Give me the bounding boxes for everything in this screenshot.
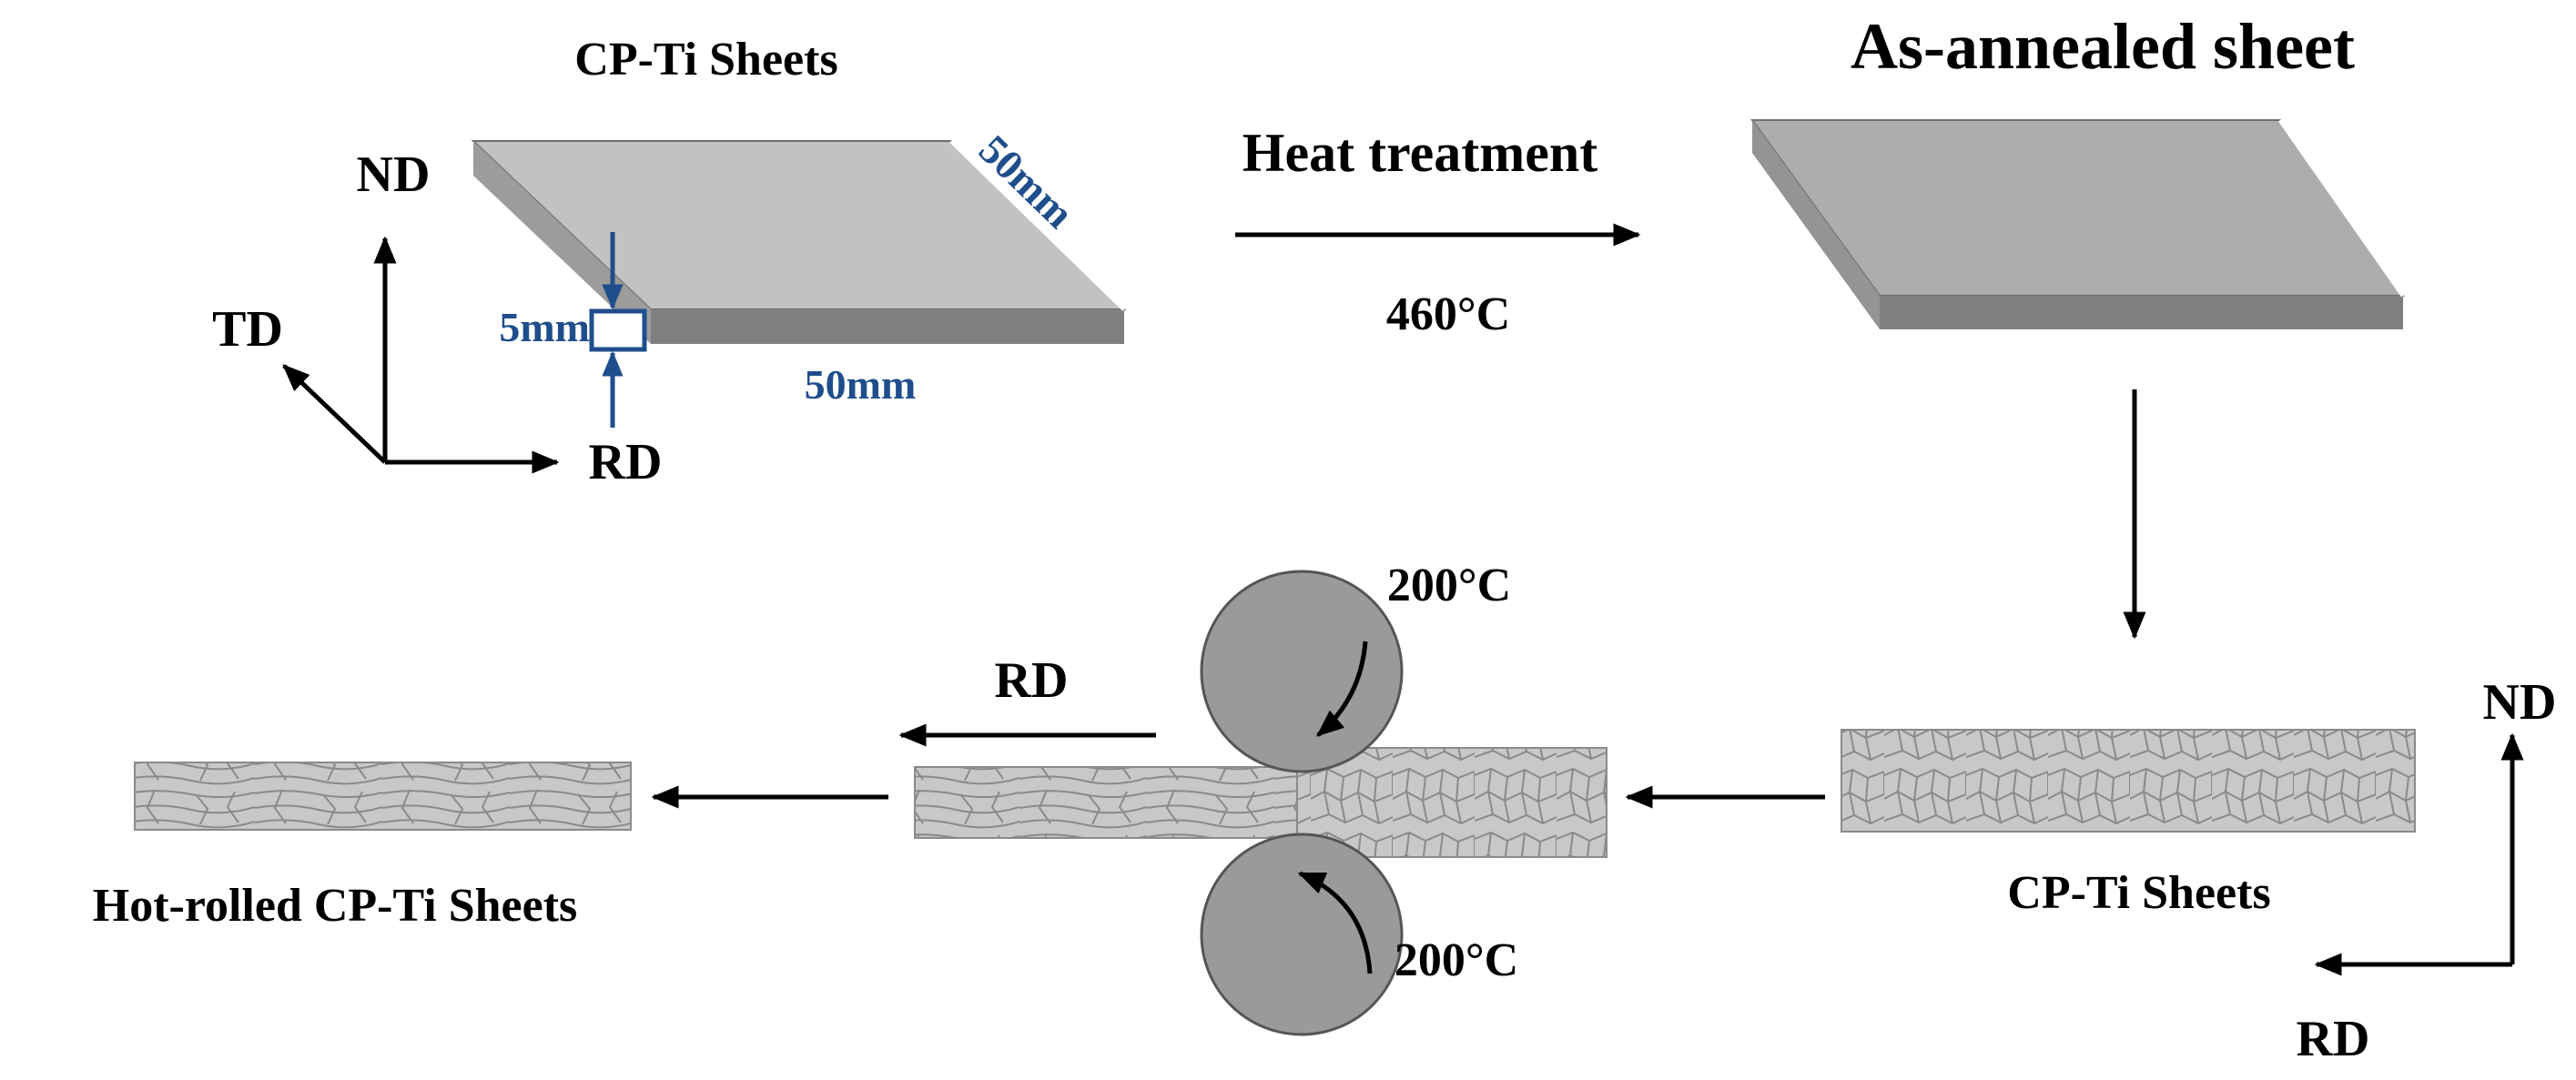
heat-treatment-temperature: 460°C bbox=[1386, 288, 1510, 340]
hot-rolled-strip-label: Hot-rolled CP-Ti Sheets bbox=[93, 880, 578, 932]
rotation-arrow-icon bbox=[1297, 871, 1373, 974]
bottom-roller-temperature: 200°C bbox=[1394, 934, 1518, 986]
axis-triad bbox=[282, 236, 560, 474]
initial-sheet-title: CP-Ti Sheets bbox=[574, 34, 837, 86]
thickness-indicator bbox=[589, 232, 647, 428]
top-roller-temperature: 200°C bbox=[1387, 560, 1511, 611]
top-roller bbox=[1200, 570, 1404, 773]
rotation-arrow-icon bbox=[1316, 641, 1368, 737]
length-label: 50mm bbox=[805, 361, 917, 408]
axis-label-nd: ND bbox=[357, 146, 431, 203]
hot-rolled-strip bbox=[134, 762, 632, 831]
thickness-label: 5mm bbox=[499, 304, 590, 350]
rolling-strip bbox=[914, 747, 1607, 858]
section-axis-label-nd: ND bbox=[2483, 674, 2557, 731]
annealed-strip bbox=[1841, 729, 2416, 833]
annealed-sheet-title: As-annealed sheet bbox=[1851, 10, 2355, 83]
section-axis-label-rd: RD bbox=[2297, 1011, 2370, 1067]
heat-treatment-label: Heat treatment bbox=[1242, 123, 1597, 183]
section-axes bbox=[2314, 732, 2524, 976]
axis-label-td: TD bbox=[212, 301, 283, 358]
bottom-roller bbox=[1200, 833, 1404, 1036]
annealed-sheet bbox=[1750, 118, 2406, 329]
annealed-strip-label: CP-Ti Sheets bbox=[2007, 867, 2270, 919]
rolling-direction-label: RD bbox=[995, 652, 1069, 709]
axis-arrow-icon bbox=[282, 364, 387, 464]
axis-label-rd: RD bbox=[589, 434, 663, 490]
